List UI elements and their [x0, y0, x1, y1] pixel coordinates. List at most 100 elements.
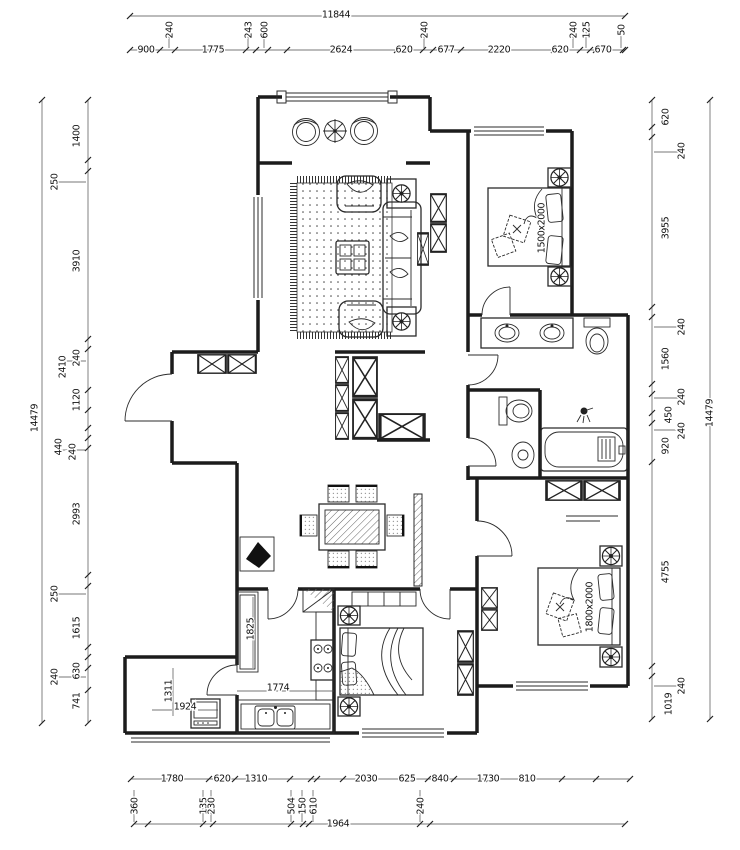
nightstand-with-lamp	[599, 646, 623, 668]
dim-label-right_col: 240	[677, 677, 688, 694]
dim-label-bottom_row: 810	[519, 774, 536, 785]
storage-cabinet	[378, 413, 426, 440]
cushion	[545, 592, 575, 622]
dim-tick	[426, 820, 434, 828]
dim-label-bottom_row_small: 610	[309, 797, 320, 814]
dim-label-left_col: 240	[50, 668, 61, 685]
dim-tick	[457, 46, 465, 54]
windows	[131, 90, 590, 743]
interior-dimension-lines	[152, 597, 334, 716]
sink	[539, 323, 565, 343]
dim-tick	[576, 46, 584, 54]
wardrobe	[481, 587, 498, 609]
dim-label-left_col: 3910	[72, 249, 83, 272]
dim-tick	[424, 775, 432, 783]
bathtub	[540, 427, 628, 472]
nightstand-with-lamp	[337, 605, 361, 626]
utility-door-arc	[206, 664, 238, 696]
dim-label-right_col: 240	[677, 388, 688, 405]
dim-label-bottom_row: 620	[214, 774, 231, 785]
dim-tick	[84, 719, 92, 727]
dim-label-right_col: 620	[661, 108, 672, 125]
dining-chair	[355, 484, 378, 503]
dim-label-top_row_small: 240	[420, 21, 431, 38]
dim-tick	[127, 775, 135, 783]
dim-tick	[84, 345, 92, 353]
doors	[124, 286, 513, 696]
dim-tick	[450, 775, 458, 783]
bed	[487, 187, 571, 267]
dim-tick	[286, 775, 294, 783]
window-sill	[131, 737, 330, 743]
shoe-cabinet	[227, 354, 257, 374]
dim-tick	[84, 424, 92, 432]
cushion	[490, 232, 517, 259]
pedestal-sink	[511, 441, 535, 469]
dim-label-bottom_1964: 1964	[327, 819, 350, 830]
dim-tick	[331, 820, 339, 828]
storage-cabinet	[352, 356, 378, 398]
dim-label-top_row: 2624	[330, 45, 353, 56]
bathroom-top-furniture	[480, 317, 611, 355]
dim-tick	[287, 820, 295, 828]
armchair	[338, 300, 384, 338]
dim-tick	[586, 46, 594, 54]
dim-label-top_overall: 11844	[322, 10, 351, 21]
round-chair	[350, 117, 378, 145]
dining-table	[318, 503, 386, 551]
dim-tick	[648, 123, 656, 131]
dim-label-bottom_row: 625	[399, 774, 416, 785]
dining-chair	[355, 550, 378, 569]
entry-door-arc	[124, 373, 173, 422]
bed	[339, 627, 424, 696]
bed	[537, 567, 621, 646]
dim-label-right_col: 1019	[664, 692, 675, 715]
dim-label-right_col: 240	[677, 318, 688, 335]
wardrobe	[481, 609, 498, 631]
dim-label-left_col: 1120	[72, 388, 83, 411]
dimension-lines	[38, 12, 714, 828]
dim-label-bottom_row_small: 240	[416, 797, 427, 814]
plant-table	[323, 119, 347, 143]
toilet	[498, 396, 533, 426]
dining-chair	[327, 550, 350, 569]
dim-label-top_row: 670	[595, 45, 612, 56]
dim-tick	[84, 167, 92, 175]
dim-tick	[252, 46, 260, 54]
balcony-furniture	[292, 117, 378, 146]
dim-tick	[648, 662, 656, 670]
storage-cabinet	[352, 398, 378, 440]
dim-label-right_col: 3955	[661, 216, 672, 239]
dim-tick	[84, 335, 92, 343]
dim-tick	[592, 775, 600, 783]
dim-tick	[84, 643, 92, 651]
dim-label-bottom_row_small: 360	[130, 797, 141, 814]
pillow	[545, 193, 564, 223]
blanket	[381, 627, 413, 696]
dim-label-right_col: 240	[677, 422, 688, 439]
blanket-fold	[523, 188, 543, 225]
screen-partition	[413, 493, 423, 587]
dim-label-interior: 1825	[246, 617, 257, 640]
dim-label-bottom_row: 1310	[245, 774, 268, 785]
kitchen-furniture	[236, 588, 335, 734]
living-room-furniture	[290, 175, 447, 339]
corner-cabinet	[239, 536, 275, 572]
dim-tick	[648, 458, 656, 466]
dim-label-bottom_row_small: 135	[199, 797, 210, 814]
dim-tick	[209, 820, 217, 828]
dim-label-left_col: 440	[54, 438, 65, 455]
armchair	[336, 175, 382, 213]
dim-tick	[648, 390, 656, 398]
dim-tick	[84, 653, 92, 661]
dim-label-left_col: 1615	[72, 616, 83, 639]
dim-tick	[592, 46, 600, 54]
dim-tick	[84, 156, 92, 164]
pillow	[597, 573, 615, 601]
dim-label-top_row: 900	[138, 45, 155, 56]
bathroom-top-door-arc	[467, 354, 499, 386]
dim-tick	[485, 775, 493, 783]
dim-label-left_col: 741	[72, 692, 83, 709]
dim-tick	[84, 386, 92, 394]
